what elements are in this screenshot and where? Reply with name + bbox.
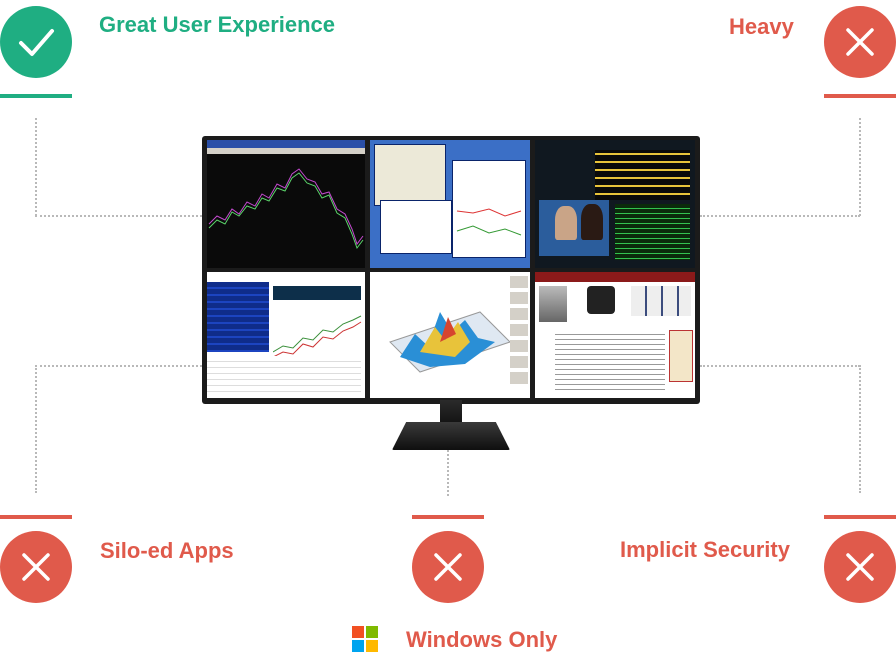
- heavy-title: Heavy: [729, 14, 794, 39]
- screen-trading-desk: [535, 140, 695, 268]
- siloed-apps-title: Silo-ed Apps: [100, 538, 234, 563]
- connector-top-left-v: [35, 118, 37, 216]
- connector-bottom-left-h: [35, 365, 202, 367]
- connector-top-right-h: [700, 215, 860, 217]
- monitor-stand-base: [392, 422, 510, 450]
- connector-center-v: [447, 450, 449, 496]
- surface-plot: [389, 311, 511, 373]
- great-user-experience-underline: [0, 94, 72, 98]
- monitor-stand-neck: [440, 400, 462, 426]
- center-x-circle: [412, 531, 484, 603]
- great-user-experience-title: Great User Experience: [99, 12, 336, 37]
- close-icon: [22, 553, 50, 581]
- center-underline: [412, 515, 484, 519]
- close-icon: [434, 553, 462, 581]
- screen-data-windows: [370, 140, 530, 268]
- connector-bottom-right-v: [859, 365, 861, 493]
- screen-3d-surface-plot: [370, 272, 530, 398]
- great-user-experience-subtitle: [99, 52, 103, 72]
- connector-top-left-h: [35, 215, 202, 217]
- close-icon: [846, 553, 874, 581]
- check-circle: [0, 6, 72, 78]
- screen-website: [535, 272, 695, 398]
- heavy-x-circle: [824, 6, 896, 78]
- security-x-circle: [824, 531, 896, 603]
- stock-line-chart: [208, 168, 364, 250]
- connector-bottom-right-h: [700, 365, 860, 367]
- screen-stock-chart: [207, 140, 365, 268]
- siloed-x-circle: [0, 531, 72, 603]
- multi-screen-monitor: [202, 136, 700, 404]
- screen-market-grid: [207, 272, 365, 398]
- connector-bottom-left-v: [35, 365, 37, 493]
- connector-top-right-v: [859, 118, 861, 216]
- candlestick-chart: [273, 315, 362, 358]
- siloed-underline: [0, 515, 72, 519]
- security-underline: [824, 515, 896, 519]
- windows-only-title: Windows Only: [406, 627, 558, 652]
- check-icon: [19, 29, 54, 56]
- implicit-security-title: Implicit Security: [620, 537, 790, 562]
- close-icon: [846, 28, 874, 56]
- heavy-underline: [824, 94, 896, 98]
- windows-logo-icon: [352, 626, 378, 652]
